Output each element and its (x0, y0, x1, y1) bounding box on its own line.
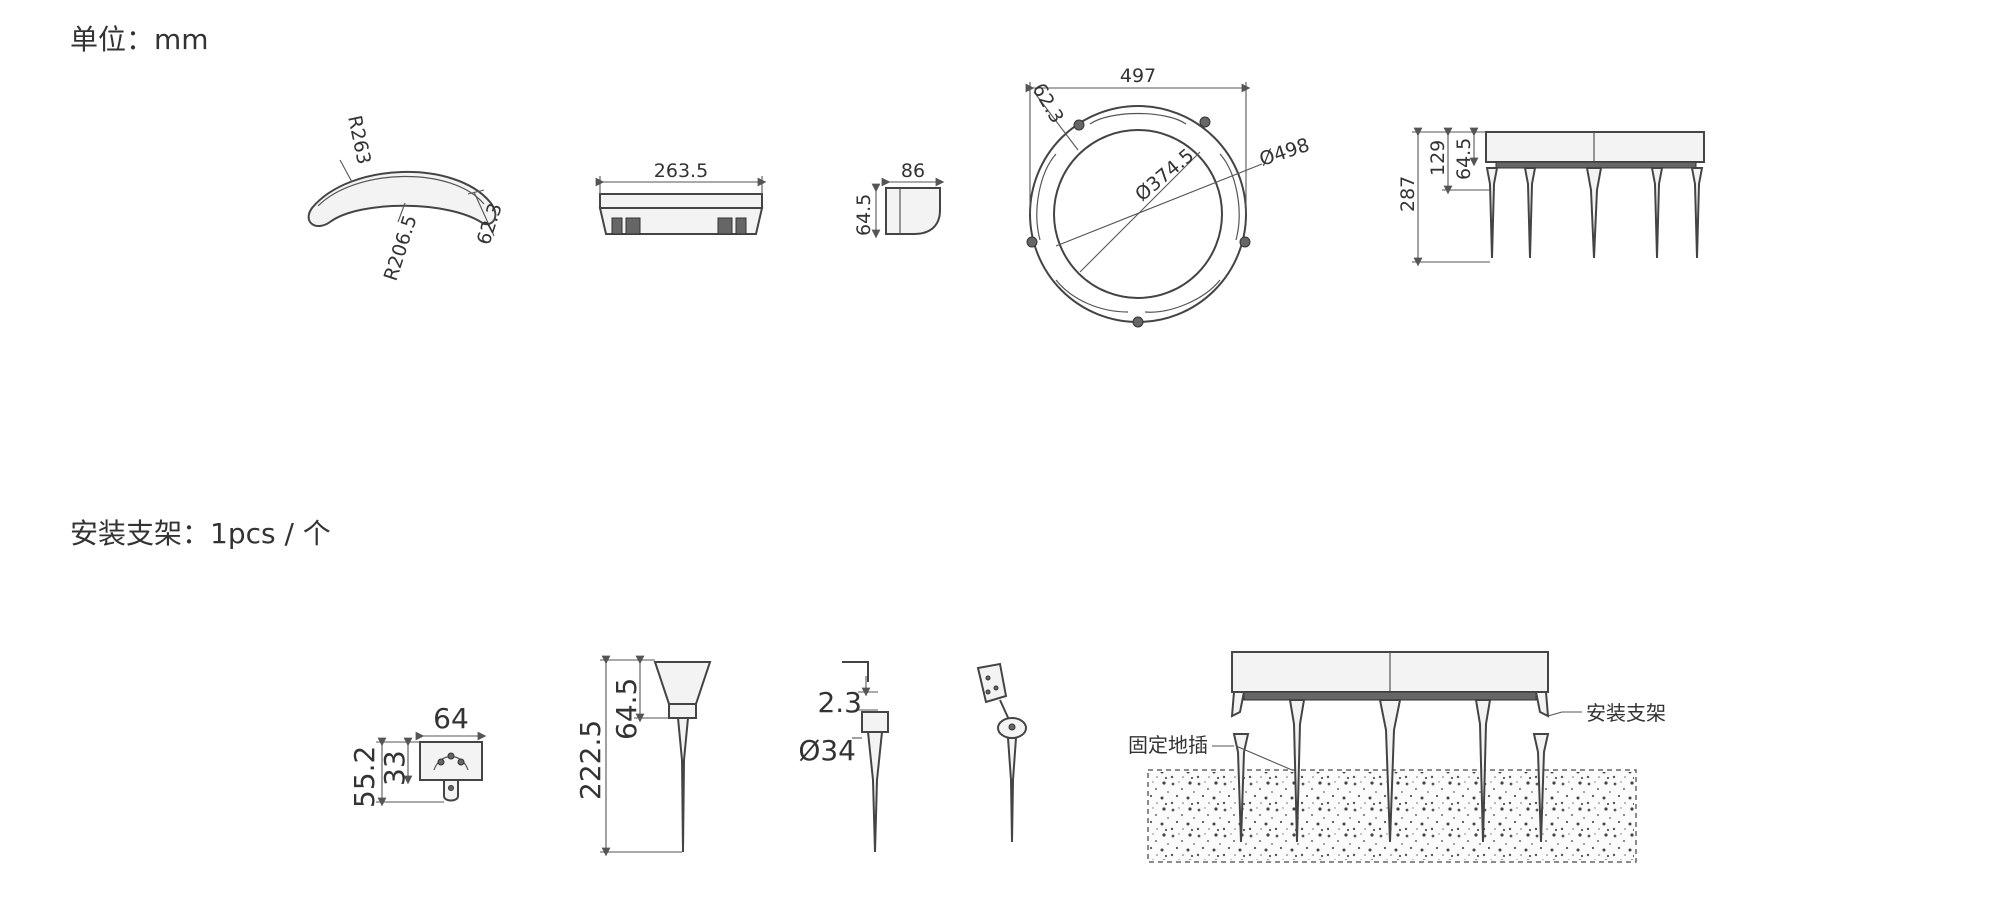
callout-ground-stake: 固定地插 (1128, 733, 1208, 757)
dim-r206: R206.5 (380, 212, 422, 283)
dim-d34: Ø34 (798, 734, 856, 767)
assembly-elevation-view: 287 129 64.5 (1397, 127, 1705, 267)
dim-64-5-a: 64.5 (853, 194, 875, 236)
dim-64-5-c: 64.5 (610, 678, 643, 740)
dim-222-5: 222.5 (574, 720, 607, 800)
segment-plan-view: R263 R206.5 62.3 (307, 113, 507, 284)
dim-263-5: 263.5 (654, 160, 708, 182)
dim-55-2: 55.2 (348, 746, 381, 808)
dim-374-5: Ø374.5 (1131, 144, 1198, 205)
segment-end-view: 86 64.5 (853, 160, 945, 239)
unit-heading: 单位：mm (70, 23, 209, 56)
dim-33: 33 (378, 750, 411, 786)
stake-iso-view (976, 662, 1027, 843)
stake-profile-view: 2.3 Ø34 (798, 661, 889, 853)
bracket-front-view: 64 55.2 33 (348, 702, 487, 808)
dim-497: 497 (1120, 65, 1156, 87)
dim-64: 64 (433, 702, 469, 735)
segment-side-view: 263.5 (595, 160, 767, 235)
dim-129: 129 (1427, 140, 1449, 176)
dim-62-3-b: 62.3 (1028, 80, 1068, 128)
stake-side-view: 222.5 64.5 (574, 655, 712, 857)
dim-498: Ø498 (1257, 134, 1313, 171)
callout-bracket: 安装支架 (1586, 701, 1666, 725)
dim-64-5-b: 64.5 (1453, 138, 1475, 180)
stake (1485, 167, 1704, 259)
stake (1232, 699, 1550, 843)
dim-2-3: 2.3 (817, 686, 862, 719)
dim-287: 287 (1397, 176, 1419, 212)
ring-plan-view: 497 62.3 Ø374.5 Ø498 (1025, 65, 1313, 328)
bracket-heading: 安装支架：1pcs / 个 (70, 517, 331, 550)
installation-view: 固定地插 安装支架 (1128, 651, 1666, 863)
dim-86: 86 (901, 160, 925, 182)
dim-r263: R263 (343, 113, 375, 166)
